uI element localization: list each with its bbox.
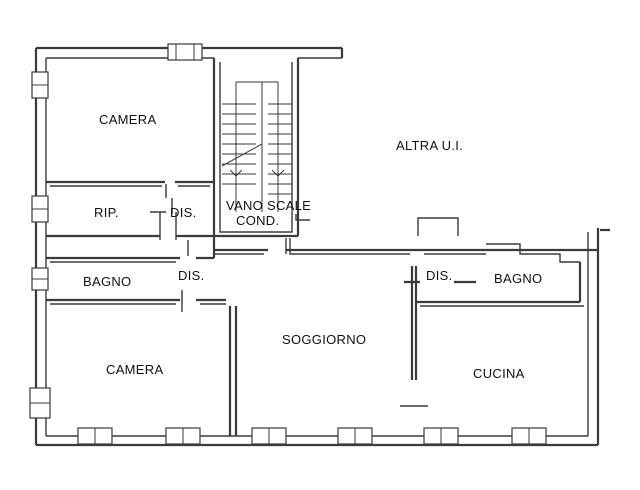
room-label-bagno-left: BAGNO	[83, 274, 131, 289]
room-label-cucina: CUCINA	[473, 366, 525, 381]
room-label-camera-top: CAMERA	[99, 112, 156, 127]
room-label-vano-scale: VANO SCALE	[226, 198, 311, 213]
room-label-rip: RIP.	[94, 205, 119, 220]
room-label-bagno-right: BAGNO	[494, 271, 542, 286]
room-labels: CAMERA RIP. DIS. VANO SCALE COND. ALTRA …	[83, 112, 542, 381]
room-label-dis-1: DIS.	[170, 205, 196, 220]
room-label-dis-3: DIS.	[426, 268, 452, 283]
room-label-cond: COND.	[236, 213, 279, 228]
walls	[34, 46, 610, 447]
room-label-altra-ui: ALTRA U.I.	[396, 138, 463, 153]
room-label-dis-2: DIS.	[178, 268, 204, 283]
room-label-camera-bottom: CAMERA	[106, 362, 163, 377]
room-label-soggiorno: SOGGIORNO	[282, 332, 366, 347]
windows	[29, 43, 547, 445]
staircase	[221, 81, 292, 212]
